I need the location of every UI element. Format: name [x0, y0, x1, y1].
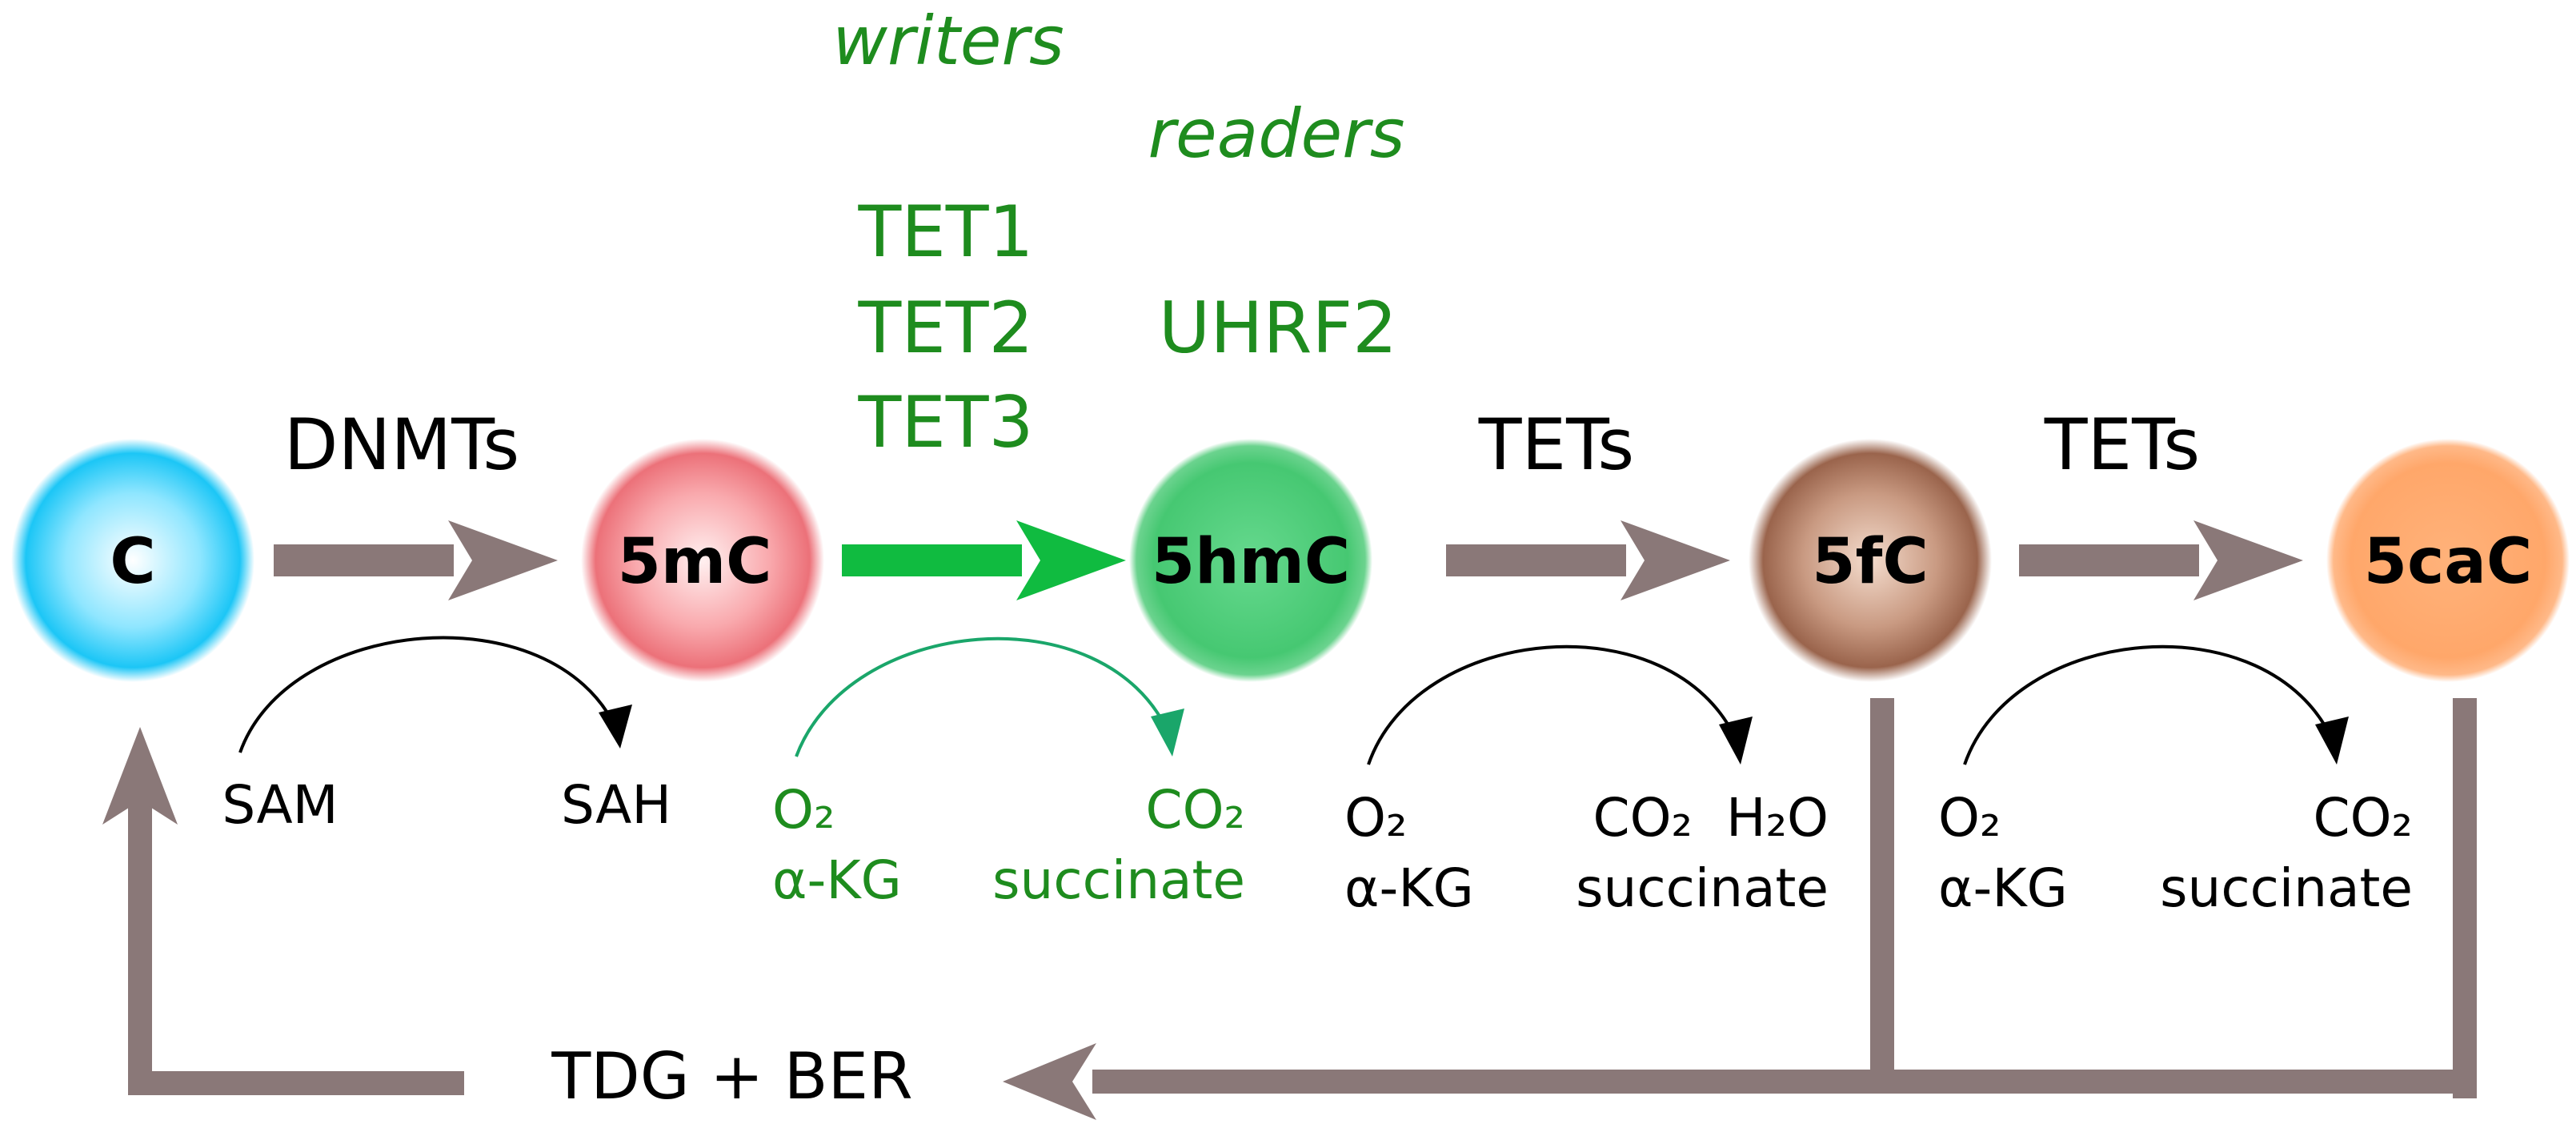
cofactor-sah: SAH: [561, 774, 671, 836]
reader-protein-uhrf2: UHRF2: [1159, 287, 1397, 369]
node-5mc-label: 5mC: [618, 526, 772, 598]
node-c-label: C: [110, 526, 155, 598]
cofactor-akg-step3: α-KG: [1344, 857, 1474, 919]
return-pathway: [102, 698, 2477, 1120]
enzyme-dnmts: DNMTs: [284, 403, 520, 486]
enzyme-tets-2: TETs: [2044, 403, 2200, 486]
cofactor-akg-step4: α-KG: [1938, 857, 2068, 919]
enzyme-tets-1: TETs: [1478, 403, 1634, 486]
arrow-5hmc-to-5fc: [1446, 520, 1730, 600]
node-5hmc: 5hmC: [1129, 439, 1372, 682]
cofactor-akg-step2: α-KG: [772, 849, 902, 911]
cofactor-co2-step2: CO₂: [1146, 779, 1246, 841]
cofactor-succinate-step2: succinate: [992, 849, 1245, 911]
node-5fc: 5fC: [1749, 439, 1992, 682]
cofactor-succinate-step4: succinate: [2160, 857, 2413, 919]
writer-protein-tet1: TET1: [857, 191, 1033, 273]
writers-header: writers: [832, 2, 1064, 80]
writer-protein-tet2: TET2: [857, 287, 1033, 369]
cofactor-o2-step4: O₂: [1938, 787, 2001, 849]
node-5hmc-label: 5hmC: [1152, 526, 1350, 598]
writer-protein-tet3: TET3: [857, 381, 1033, 464]
node-5cac-label: 5caC: [2364, 526, 2532, 598]
cofactor-sam: SAM: [222, 774, 338, 836]
node-5cac: 5caC: [2326, 439, 2570, 682]
arrow-5mc-to-5hmc: [842, 520, 1126, 600]
arrow-c-to-5mc: [274, 520, 558, 600]
node-5fc-label: 5fC: [1812, 526, 1928, 598]
cofactor-succinate-step3: succinate: [1576, 857, 1829, 919]
arrow-5fc-to-5cac: [2019, 520, 2303, 600]
cofactor-curve-step2: [795, 636, 1184, 757]
cofactor-curve-step3: [1367, 644, 1753, 765]
readers-header: readers: [1148, 94, 1405, 173]
cofactor-co2-step4: CO₂: [2314, 787, 2414, 849]
cofactor-o2-step2: O₂: [772, 779, 835, 841]
cofactor-curve-step1: [238, 636, 632, 753]
cofactor-co2-h2o-step3: CO₂ H₂O: [1593, 787, 1829, 849]
cofactor-curve-step4: [1963, 644, 2349, 765]
node-c: C: [11, 439, 254, 682]
repair-label: TDG + BER: [551, 1039, 912, 1114]
cofactor-o2-step3: O₂: [1344, 787, 1407, 849]
node-5mc: 5mC: [581, 439, 824, 682]
